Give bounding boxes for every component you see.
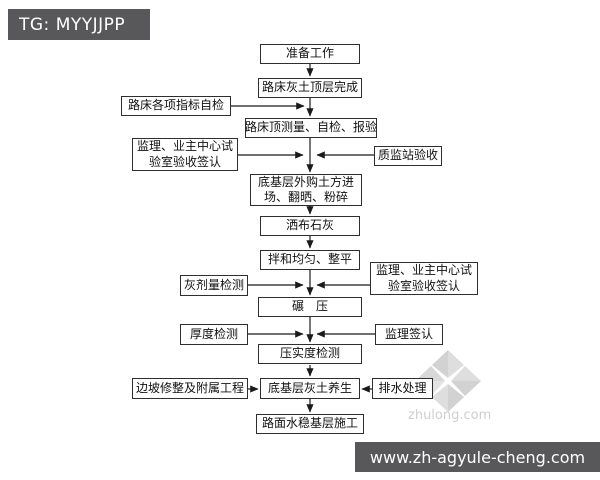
node-spread-lime: 洒布石灰 — [260, 216, 360, 236]
node-subbase-soil-arrival-drying-crushing: 底基层外购土方进场、翻晒、粉碎 — [250, 174, 362, 206]
node-roadbed-index-selfcheck: 路床各项指标自检 — [121, 96, 231, 116]
node-roadbed-survey-selfcheck-report: 路床顶测量、自检、报验 — [245, 118, 377, 138]
zhulong-watermark-text: zhulong.com — [408, 408, 492, 423]
node-mix-evenly-level: 拌和均匀、整平 — [260, 250, 360, 270]
node-thickness-test: 厚度检测 — [180, 324, 248, 345]
node-compaction-degree-test: 压实度检测 — [258, 344, 362, 364]
node-pavement-stabilized-base-construction: 路面水稳基层施工 — [256, 414, 364, 434]
node-drainage-treatment: 排水处理 — [372, 378, 433, 399]
bottom-url-label: www.zh-agyule-cheng.com — [369, 447, 586, 467]
top-tag-banner: TG: MYYJJPP — [8, 9, 150, 40]
node-quality-station-acceptance: 质监站验收 — [374, 146, 442, 166]
node-supervisor-owner-lab-signoff-1: 监理、业主中心试验室验收签认 — [132, 138, 238, 171]
bottom-url-banner: www.zh-agyule-cheng.com — [355, 442, 600, 472]
node-roadbed-lime-top-complete: 路床灰土顶层完成 — [258, 78, 362, 98]
top-tag-label: TG: MYYJJPP — [19, 14, 126, 35]
node-preparation: 准备工作 — [260, 44, 360, 64]
node-slope-trimming-auxiliary-works: 边坡修整及附属工程 — [132, 378, 248, 399]
node-supervisor-owner-lab-signoff-2: 监理、业主中心试验室验收签认 — [370, 262, 478, 295]
node-lime-dosage-test: 灰剂量检测 — [180, 275, 248, 296]
node-subbase-lime-soil-curing: 底基层灰土养生 — [260, 378, 360, 399]
node-rolling-compaction: 碾 压 — [258, 297, 362, 317]
node-supervisor-signoff: 监理签认 — [375, 324, 443, 345]
